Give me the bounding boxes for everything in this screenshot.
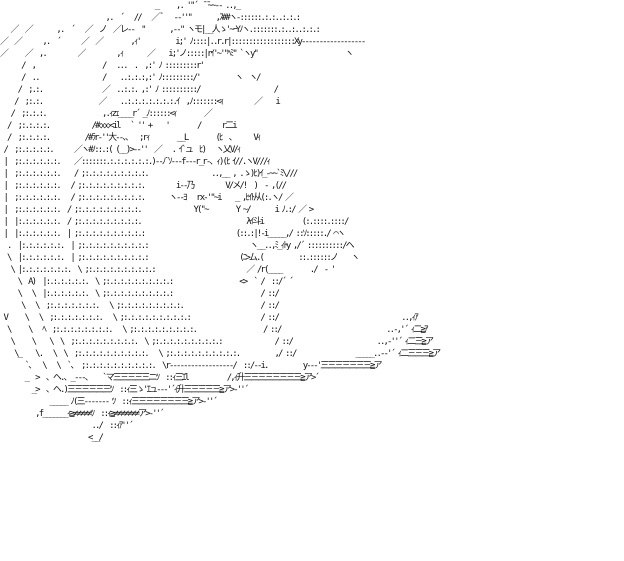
- art-line: / , / ... . ,:' ﾉ :::::::::r': [0, 61, 271, 71]
- art-line: | ;:.:.:.:.:.:. ／:::::::.:.:.:.:.:.:.)‐-…: [0, 157, 272, 167]
- art-line: \ |:.:.:.:.:.:.:. \ ;:.:.:.:.:.:.:.:.:.:…: [0, 265, 338, 275]
- art-line: / ;:.:.:.:. /#◇◇◇<il ` '' + ' / r二i: [0, 121, 238, 131]
- art-line: / ;.:. ／ ..:.:. ,:' ﾉ ::::::::::/ /: [0, 85, 279, 95]
- art-line: . |:.:.:.:.:.:. | ;:.:.:.:.:.:.:.:.:.: ヽ…: [0, 241, 355, 251]
- art-line: \ A) |:.:.:.:.:.:. \ ;:.:.:.:.:.:.:.:.:.…: [0, 277, 294, 287]
- art-line: V \ \ ;:.:.:.:.:.:.:. \ ;:.:.:.:.:.:.:.:…: [0, 313, 419, 323]
- art-line: \ \ |:.:.:.:.:.:. \ ;:.:.:.:.:.:.:.:.:.:…: [0, 289, 280, 299]
- art-line: \ |:.:.:.:.:.:. | ;:.:.:.:.:.:.:.:.:.: (…: [0, 253, 360, 263]
- art-line: _____ ﾉ(三‐‐‐‐‐‐‐ ﾂ ::ｨ三三三三三三三三≧ア>‐''´: [0, 397, 218, 407]
- ascii-art: _ ,. '"´ ̄ ̄ ~~-- ..,_ ,. ´ // ／ﾞ -‐''" …: [0, 1, 441, 443]
- art-line: ,. ´ // ／ﾞ -‐''" ,ｽ##ヽ-::::::.:.:..:.:.:: [0, 13, 302, 23]
- art-line: _ > 、ヘ.、_‐‐‐、 `マ三三三三三ニﾂ ::ｨ三ｴl /,ｨ升三三三三三…: [0, 373, 320, 383]
- art-line: \ \ \ \ ;:.:.:.:.:.:.:.:.:. \ ;:.:.:.:.:…: [0, 337, 434, 347]
- art-line: / ;:.:.:.:.:. ／ヽ#ﾉ::.:( (__)>‐-'' ／ . ｲ`…: [0, 145, 242, 155]
- art-line: / ;:.:.:. ,.ｨzｪ____r´ _ﾉ::::::<ｨ ／: [0, 109, 229, 119]
- art-line: ／ ／ ,. ／ ,ｨ ／ i;'ノ:::::|rｲ'~'"ﾍﾐ" `ヽy" ヽ: [0, 49, 354, 59]
- art-line: <__/: [0, 433, 104, 443]
- art-line: | ;:.:.:.:.:.:. / ;:.:.:.:.:.:.:.:.:. ..…: [0, 169, 299, 179]
- art-line: _ ,. '"´ ̄ ̄ ~~-- ..,_: [0, 1, 241, 11]
- art-line: / ;:.:.:.:. /#ﾗr‐''大‐‐、、 ;rｨ __L (ﾋ 、 Vｨ: [0, 133, 261, 143]
- art-line: | |:.:.:.:.:.:. | ;:.:.:.:.:.:.:.:.:.: (…: [0, 229, 346, 239]
- art-line: | ;:.:.:.:.:.:. / ;:.:.:.:.:.:.:.:.:. ヽ‐…: [0, 193, 295, 203]
- art-line: \ \ ;:.:.:.:.:.:.:. \ ;:.:.:.:.:.:.:.:.:…: [0, 301, 280, 311]
- art-line: ／ ／ ,. ´ ／ ノ ／レ-- " ,-‐" ヽモ|__人ゝ'~ｰYﾉヽ.:…: [0, 25, 321, 35]
- art-line: | ;:.:.:.:.:.:. / ;:.:.:.:.:.:.:.:.:. Y(…: [0, 205, 315, 215]
- art-line: ,f_______ｨ≧≠≠≠≠≠ﾂ ::ｨ≧≠≠≠≠≠≠≠ア>‐''´: [0, 409, 164, 419]
- art-line: | ;:.:.:.:.:.:. / ;:.:.:.:.:.:.:.:.:. i‐…: [0, 181, 288, 191]
- art-line: / ;:.:. ／ ..:.:.:.:.:.:.:.ｲ ,ﾉ:::::::<ｨ …: [0, 97, 281, 107]
- art-line: | |:.:.:.:.:.:. / ;:.:.:.:.:.:.:.:.:. λｲ…: [0, 217, 350, 227]
- art-line: \ \ ﾍ ;:.:.:.:.:.:.:.:. \ ;:.:.:.:.:.:.:…: [0, 325, 428, 335]
- art-line: ../ ::ｨｱ''´: [0, 421, 133, 431]
- art-line: \_ \. \ \ ;:.:.:.:.:.:.:.:.:.:. \ ;:.:.:…: [0, 349, 441, 359]
- art-line: / .. / ..:.:.:,:' ﾉ:::::::::/' ヽ ヽ/: [0, 73, 261, 83]
- art-line: `、 \ \ `、 ;:.:.:.:.:.:.:.:.:.:. \r‐‐‐‐‐‐…: [0, 361, 383, 371]
- art-line: ／ ／ ,. ´ ／ ／ ,ｨ' i;' ﾉ::::|..r.r|:::::::…: [0, 37, 366, 47]
- art-line: _> 、ヘ.)三三三三三三ﾂ ::ｨ三ゝ'ｴュ‐‐‐'´ｨ升三三三三三≧ア>‐'…: [0, 385, 250, 395]
